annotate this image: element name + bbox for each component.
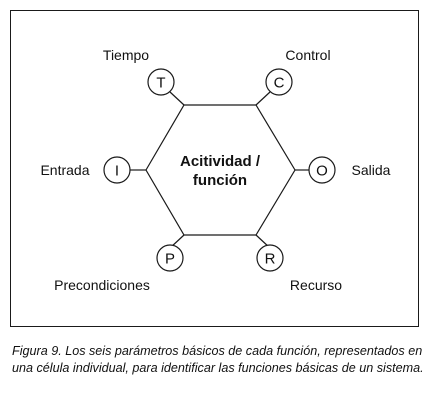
node-circle-p (156, 244, 184, 272)
node-circle-o (308, 156, 336, 184)
node-label-o: Salida (352, 162, 391, 178)
node-circle-t (147, 68, 175, 96)
node-label-r: Recurso (290, 277, 342, 293)
node-label-t: Tiempo (103, 47, 149, 63)
node-label-i: Entrada (40, 162, 89, 178)
node-letter-p: P (165, 251, 175, 268)
activity-title-line-2: función (193, 172, 247, 189)
node-letter-r: R (265, 251, 276, 268)
activity-hexagon (145, 104, 296, 236)
node-circle-r (256, 244, 284, 272)
node-label-p: Precondiciones (54, 277, 150, 293)
node-letter-i: I (115, 163, 119, 180)
node-letter-c: C (274, 75, 285, 92)
figure-frame (10, 10, 419, 327)
node-letter-t: T (156, 75, 165, 92)
node-label-c: Control (285, 47, 330, 63)
activity-title-line-1: Acitividad / (180, 153, 261, 170)
node-letter-o: O (316, 163, 328, 180)
connector-t (169, 91, 185, 106)
connector-c (255, 91, 271, 106)
figure-caption: Figura 9. Los seis parámetros básicos de… (12, 344, 424, 375)
node-circle-i (103, 156, 131, 184)
node-circle-c (265, 68, 293, 96)
